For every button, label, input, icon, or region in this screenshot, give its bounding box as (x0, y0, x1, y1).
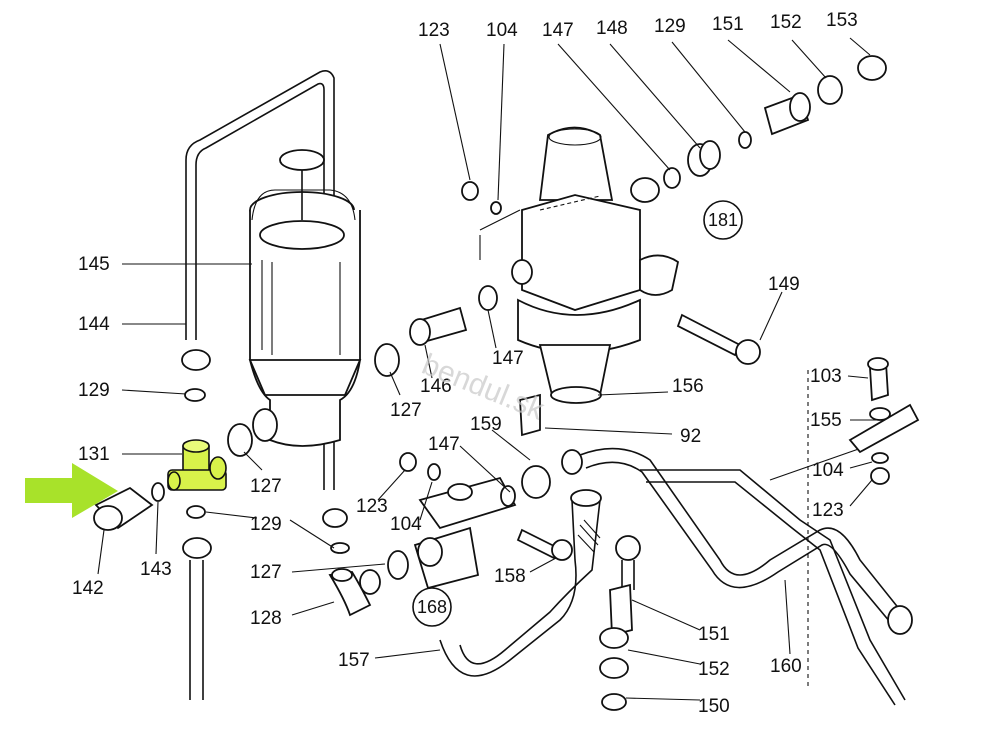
callout-181: 181 (703, 200, 743, 240)
label-127-b: 127 (390, 400, 422, 421)
label-159: 159 (470, 414, 502, 435)
label-148: 148 (596, 18, 628, 39)
label-103: 103 (810, 366, 842, 387)
label-104-right: 104 (812, 460, 844, 481)
label-129-left: 129 (78, 380, 110, 401)
label-129-top: 129 (654, 16, 686, 37)
label-142: 142 (72, 578, 104, 599)
leader-lines (97, 37, 880, 701)
label-158: 158 (494, 566, 526, 587)
label-127-a: 127 (250, 476, 282, 497)
label-147-low: 147 (428, 434, 460, 455)
label-151-low: 151 (698, 624, 730, 645)
label-160: 160 (770, 656, 802, 677)
label-92: 92 (680, 426, 701, 447)
label-152-top: 152 (770, 12, 802, 33)
label-123-top: 123 (418, 20, 450, 41)
label-144: 144 (78, 314, 110, 335)
label-129-low: 129 (250, 514, 282, 535)
label-153: 153 (826, 10, 858, 31)
left-side-parts (93, 349, 212, 700)
label-149: 149 (768, 274, 800, 295)
label-128: 128 (250, 608, 282, 629)
pointer-arrow (25, 463, 118, 518)
label-155: 155 (810, 410, 842, 431)
label-123-right: 123 (812, 500, 844, 521)
top-fittings (461, 55, 887, 215)
label-146: 146 (420, 376, 452, 397)
label-145: 145 (78, 254, 110, 275)
pipe-144 (185, 70, 335, 490)
label-152-low: 152 (698, 659, 730, 680)
label-104-low: 104 (390, 514, 422, 535)
label-143: 143 (140, 559, 172, 580)
part-labels: 123 104 147 148 129 151 152 153 149 145 … (72, 10, 858, 717)
label-123-low: 123 (356, 496, 388, 517)
callout-181-text: 181 (708, 210, 738, 230)
label-131: 131 (78, 444, 110, 465)
lower-center-parts (322, 393, 583, 617)
filter-housing-145 (248, 149, 362, 447)
middle-fittings (227, 285, 498, 457)
label-147-mid: 147 (492, 348, 524, 369)
bracket-assembly (807, 357, 920, 690)
callout-168: 168 (412, 587, 452, 627)
tee-fitting-131 (167, 439, 227, 491)
hose-157 (439, 489, 602, 677)
crop-mask (0, 712, 989, 755)
label-104-top: 104 (486, 20, 518, 41)
label-151-top: 151 (712, 14, 744, 35)
label-147-top: 147 (542, 20, 574, 41)
callout-168-text: 168 (417, 597, 447, 617)
regulator-valve (479, 126, 680, 404)
label-150-cut: 150 (698, 696, 730, 717)
label-127-low: 127 (250, 562, 282, 583)
bolt-149 (676, 313, 761, 365)
label-157: 157 (338, 650, 370, 671)
label-156: 156 (672, 376, 704, 397)
pipe-160 (579, 444, 913, 711)
